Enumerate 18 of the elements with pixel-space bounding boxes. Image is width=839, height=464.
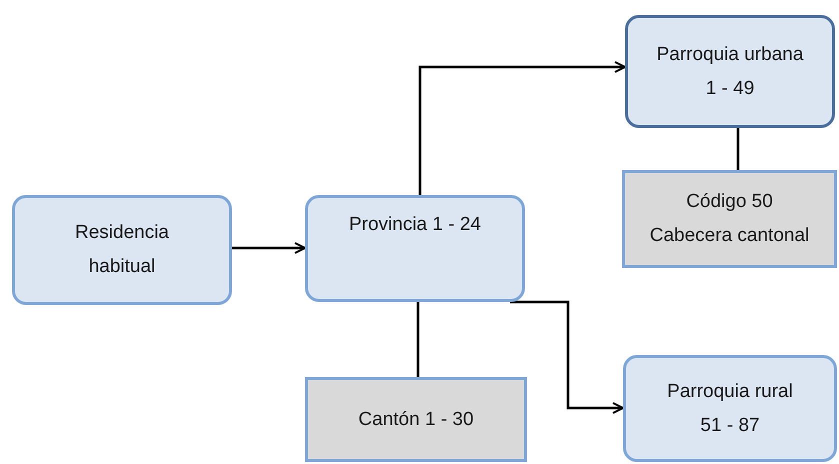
process-box <box>625 15 835 128</box>
connector-arrow <box>510 300 624 414</box>
process-box <box>12 195 232 305</box>
process-box <box>305 195 525 302</box>
box-label: 51 - 87 <box>699 414 761 438</box>
box-label: 1 - 49 <box>704 76 756 100</box>
box-label: Parroquia urbana <box>656 42 804 66</box>
box-label: Residencia habitual <box>74 221 170 279</box>
box-label: Cabecera cantonal <box>648 224 810 248</box>
code-box <box>622 170 837 268</box>
box-label: Código 50 <box>685 190 774 214</box>
box-label: Provincia 1 - 24 <box>348 213 482 237</box>
connector-arrow <box>418 61 626 195</box>
box-label: Cantón 1 - 30 <box>357 408 475 432</box>
code-box <box>305 377 527 462</box>
box-label: Parroquia rural <box>666 380 794 404</box>
connector-arrow <box>232 242 306 254</box>
process-box <box>623 355 837 462</box>
